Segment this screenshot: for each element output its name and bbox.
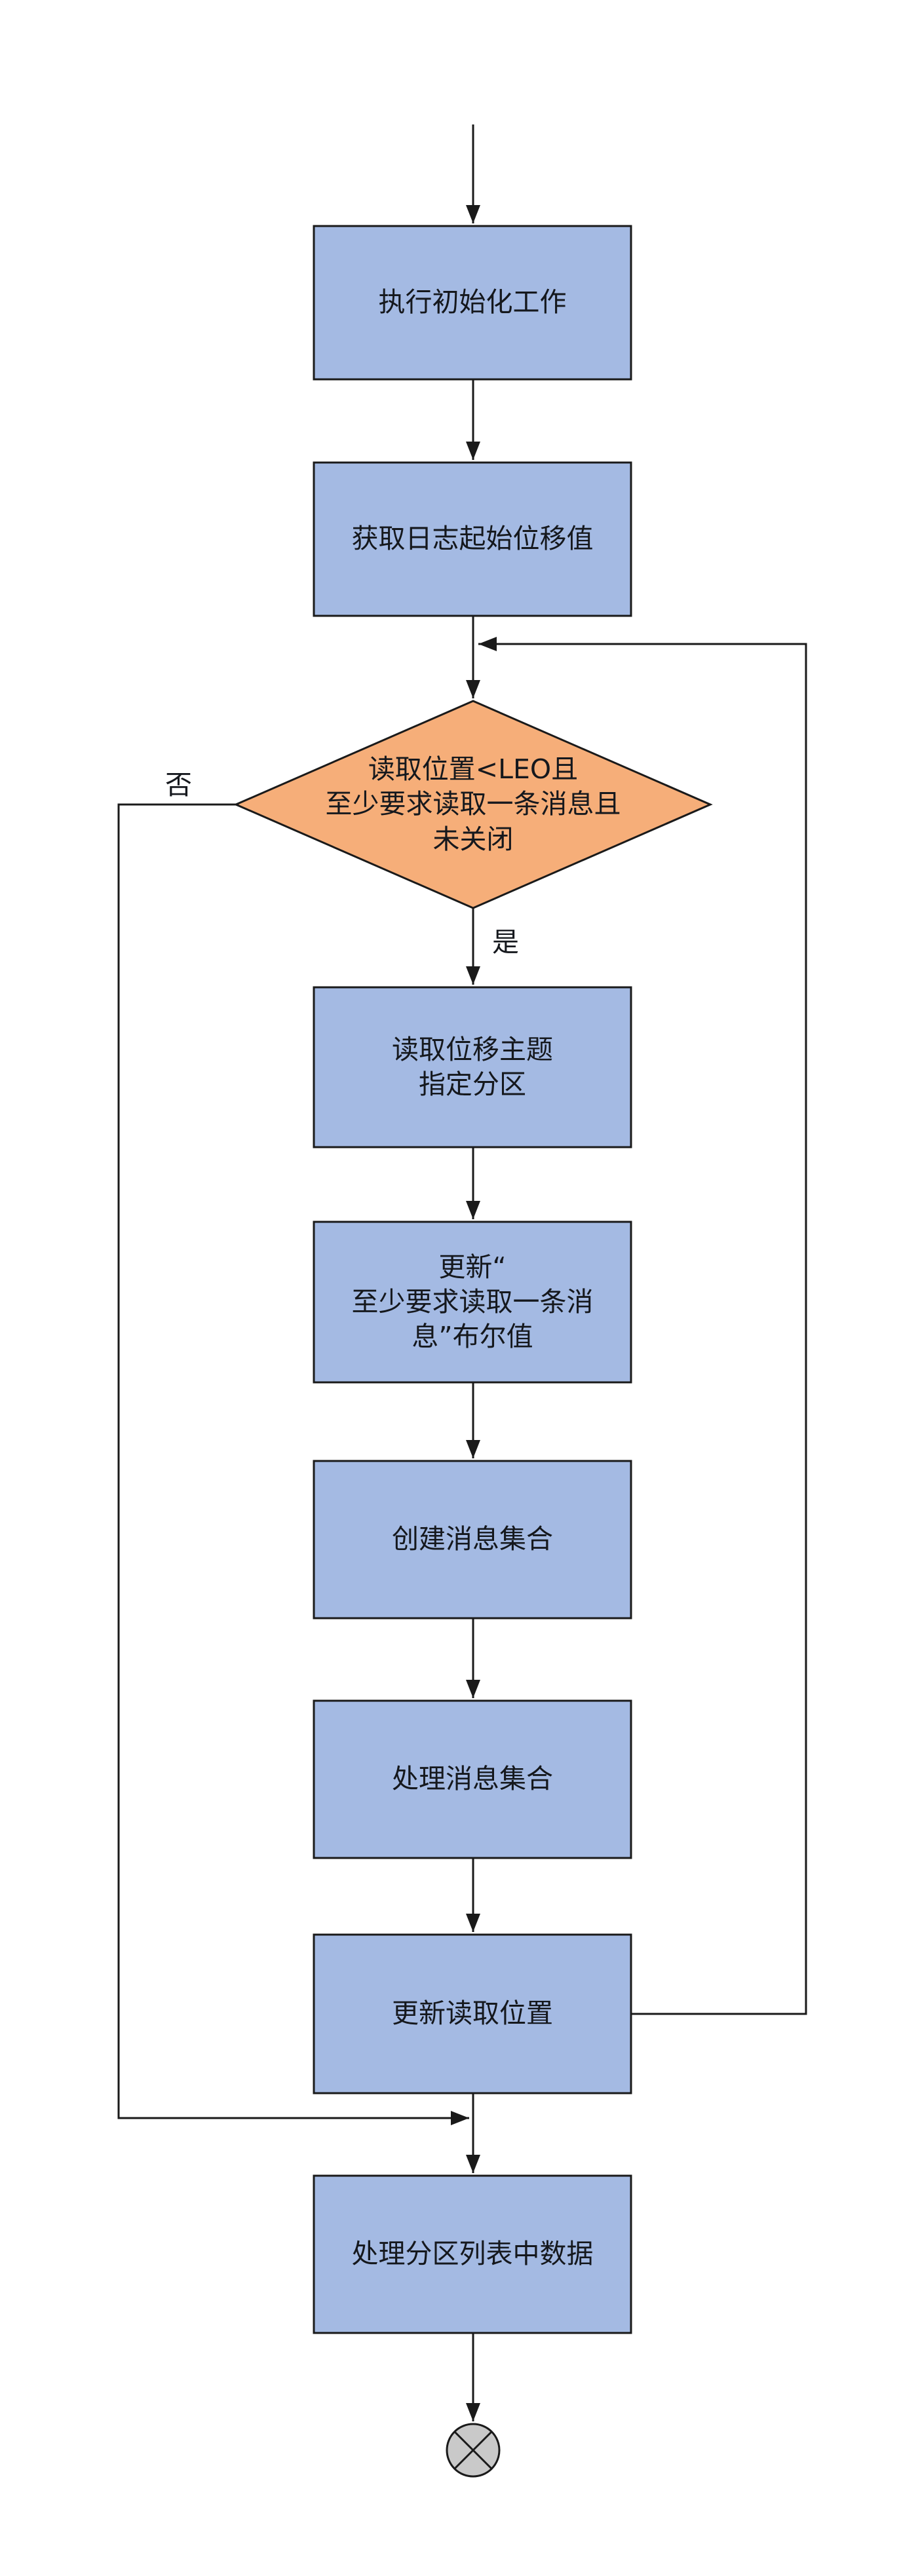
node-decision-diamond: [233, 700, 713, 909]
edge-loop-back: [478, 637, 807, 2015]
node-update-boolean-shape: [313, 1221, 632, 1384]
node-init-shape: [313, 225, 632, 381]
node-process-partition-list-shape: [313, 2174, 632, 2334]
edge-no-branch: [117, 803, 469, 2125]
flow-end-x-line-2: [453, 2431, 493, 2470]
node-read-offset-topic-shape: [313, 986, 632, 1148]
nodes: [233, 225, 713, 2478]
node-update-read-position-shape: [313, 1933, 632, 2094]
node-create-message-set-shape: [313, 1460, 632, 1619]
edges: [117, 124, 807, 2421]
node-process-message-set-shape: [313, 1699, 632, 1859]
node-fetch-start-offset-shape: [313, 461, 632, 617]
